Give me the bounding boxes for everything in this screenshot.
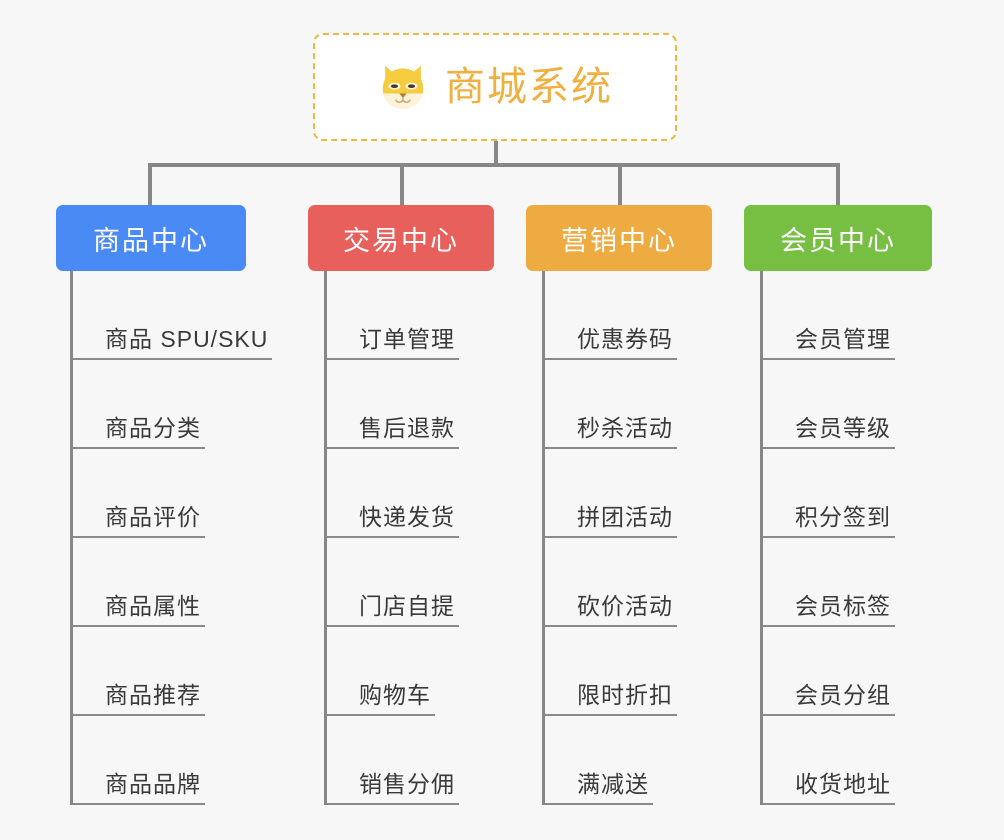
leaf-underline (73, 536, 205, 538)
list-item[interactable]: 秒杀活动 (545, 360, 712, 449)
list-item[interactable]: 限时折扣 (545, 627, 712, 716)
leaf-underline (763, 714, 895, 716)
leaf-underline (73, 714, 205, 716)
leaf-underline (73, 358, 272, 360)
list-item[interactable]: 订单管理 (327, 271, 494, 360)
branch-header-3[interactable]: 营销中心 (526, 205, 712, 271)
leaf-underline (545, 803, 653, 805)
leaf-underline (73, 803, 205, 805)
leaf-label: 会员分组 (795, 682, 891, 708)
list-item[interactable]: 会员等级 (763, 360, 932, 449)
leaf-label: 会员等级 (795, 415, 891, 441)
leaf-underline (327, 625, 459, 627)
leaf-label: 会员标签 (795, 593, 891, 619)
leaf-underline (73, 447, 205, 449)
branch-column-2: 交易中心 订单管理 售后退款 快递发货 门店自提 购物车 (308, 205, 494, 805)
leaf-underline (763, 803, 895, 805)
connector-stem (494, 141, 498, 165)
list-item[interactable]: 商品品牌 (73, 716, 246, 805)
list-item[interactable]: 砍价活动 (545, 538, 712, 627)
branch-label: 交易中心 (343, 225, 459, 256)
list-item[interactable]: 售后退款 (327, 360, 494, 449)
leaf-label: 砍价活动 (577, 593, 673, 619)
list-item[interactable]: 积分签到 (763, 449, 932, 538)
leaf-underline (545, 625, 677, 627)
leaf-underline (327, 358, 459, 360)
branch-header-1[interactable]: 商品中心 (56, 205, 246, 271)
connector-drop-3 (618, 163, 622, 205)
list-item[interactable]: 购物车 (327, 627, 494, 716)
leaf-label: 商品品牌 (105, 771, 201, 797)
branch-label: 商品中心 (93, 225, 209, 256)
leaf-underline (763, 625, 895, 627)
root-node[interactable]: 商城系统 (313, 33, 677, 141)
connector-drop-4 (836, 163, 840, 205)
leaf-underline (545, 714, 677, 716)
leaf-label: 订单管理 (359, 326, 455, 352)
list-item[interactable]: 收货地址 (763, 716, 932, 805)
leaf-list-1: 商品 SPU/SKU 商品分类 商品评价 商品属性 商品推荐 商品品牌 (70, 271, 272, 805)
leaf-underline (545, 447, 677, 449)
leaf-label: 售后退款 (359, 415, 455, 441)
branch-column-4: 会员中心 会员管理 会员等级 积分签到 会员标签 会员分组 (744, 205, 932, 805)
leaf-list-3: 优惠券码 秒杀活动 拼团活动 砍价活动 限时折扣 满减送 (542, 271, 712, 805)
list-item[interactable]: 商品属性 (73, 538, 246, 627)
leaf-underline (327, 447, 459, 449)
leaf-label: 满减送 (577, 771, 649, 797)
leaf-label: 限时折扣 (577, 682, 673, 708)
leaf-label: 商品推荐 (105, 682, 201, 708)
list-item[interactable]: 会员分组 (763, 627, 932, 716)
branch-label: 会员中心 (780, 225, 896, 256)
leaf-label: 秒杀活动 (577, 415, 673, 441)
leaf-underline (327, 803, 459, 805)
connector-bus (148, 163, 840, 167)
list-item[interactable]: 快递发货 (327, 449, 494, 538)
list-item[interactable]: 商品 SPU/SKU (73, 271, 272, 360)
leaf-label: 快递发货 (359, 504, 455, 530)
branch-label: 营销中心 (561, 225, 677, 256)
leaf-underline (73, 625, 205, 627)
leaf-label: 商品分类 (105, 415, 201, 441)
leaf-underline (545, 536, 677, 538)
leaf-label: 购物车 (359, 682, 431, 708)
leaf-label: 收货地址 (795, 771, 891, 797)
leaf-label: 商品评价 (105, 504, 201, 530)
leaf-list-2: 订单管理 售后退款 快递发货 门店自提 购物车 销售分佣 (324, 271, 494, 805)
branch-header-2[interactable]: 交易中心 (308, 205, 494, 271)
branch-column-3: 营销中心 优惠券码 秒杀活动 拼团活动 砍价活动 限时折扣 (526, 205, 712, 805)
leaf-underline (763, 447, 895, 449)
list-item[interactable]: 优惠券码 (545, 271, 712, 360)
list-item[interactable]: 商品评价 (73, 449, 246, 538)
shiba-dog-face-icon (382, 65, 424, 109)
leaf-label: 会员管理 (795, 326, 891, 352)
list-item[interactable]: 门店自提 (327, 538, 494, 627)
leaf-label: 商品 SPU/SKU (105, 326, 269, 352)
list-item[interactable]: 会员标签 (763, 538, 932, 627)
root-title: 商城系统 (445, 65, 613, 109)
leaf-underline (763, 358, 895, 360)
connector-drop-2 (400, 163, 404, 205)
list-item[interactable]: 满减送 (545, 716, 712, 805)
branch-column-1: 商品中心 商品 SPU/SKU 商品分类 商品评价 商品属性 商品推荐 (56, 205, 272, 805)
branch-header-4[interactable]: 会员中心 (744, 205, 932, 271)
leaf-label: 商品属性 (105, 593, 201, 619)
leaf-underline (545, 358, 677, 360)
list-item[interactable]: 商品分类 (73, 360, 246, 449)
connector-drop-1 (148, 163, 152, 205)
leaf-underline (327, 714, 435, 716)
list-item[interactable]: 销售分佣 (327, 716, 494, 805)
list-item[interactable]: 会员管理 (763, 271, 932, 360)
leaf-label: 销售分佣 (359, 771, 455, 797)
leaf-underline (763, 536, 895, 538)
leaf-label: 积分签到 (795, 504, 891, 530)
leaf-underline (327, 536, 459, 538)
leaf-label: 优惠券码 (577, 326, 673, 352)
list-item[interactable]: 拼团活动 (545, 449, 712, 538)
list-item[interactable]: 商品推荐 (73, 627, 246, 716)
leaf-label: 拼团活动 (577, 504, 673, 530)
leaf-label: 门店自提 (359, 593, 455, 619)
leaf-list-4: 会员管理 会员等级 积分签到 会员标签 会员分组 收货地址 (760, 271, 932, 805)
